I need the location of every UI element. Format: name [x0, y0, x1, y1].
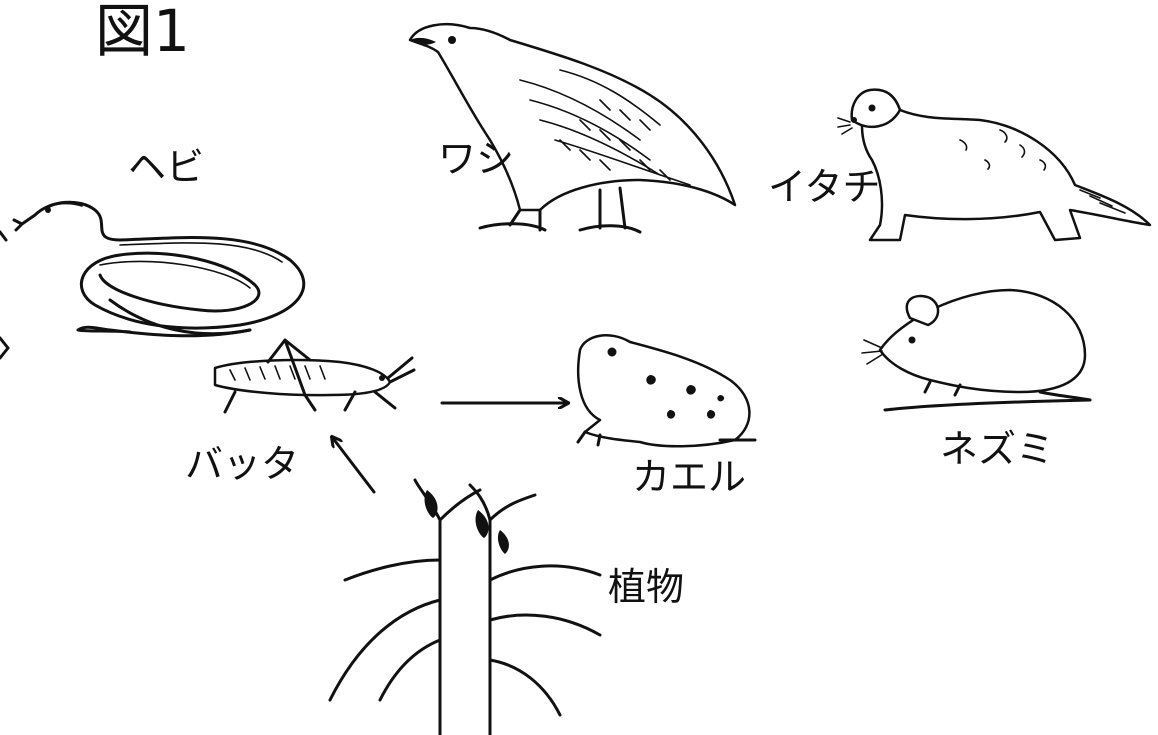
label-weasel: イタチ: [768, 168, 880, 206]
cropped-arrow-fragment: [0, 232, 8, 358]
label-grasshopper: バッタ: [185, 445, 299, 483]
label-snake: ヘビ: [128, 148, 204, 186]
snake-illustration: [14, 202, 304, 336]
label-eagle: ワシ: [438, 140, 514, 178]
label-frog: カエル: [632, 458, 746, 496]
plant-illustration: [330, 480, 600, 735]
eagle-illustration: [410, 24, 735, 232]
label-mouse: ネズミ: [940, 430, 1054, 468]
arrow-plant-to-grasshopper: [332, 437, 374, 492]
weasel-illustration: [838, 90, 1150, 240]
grasshopper-illustration: [215, 340, 414, 412]
frog-illustration: [578, 335, 755, 446]
mouse-illustration: [862, 290, 1090, 410]
label-plant: 植物: [608, 568, 684, 606]
